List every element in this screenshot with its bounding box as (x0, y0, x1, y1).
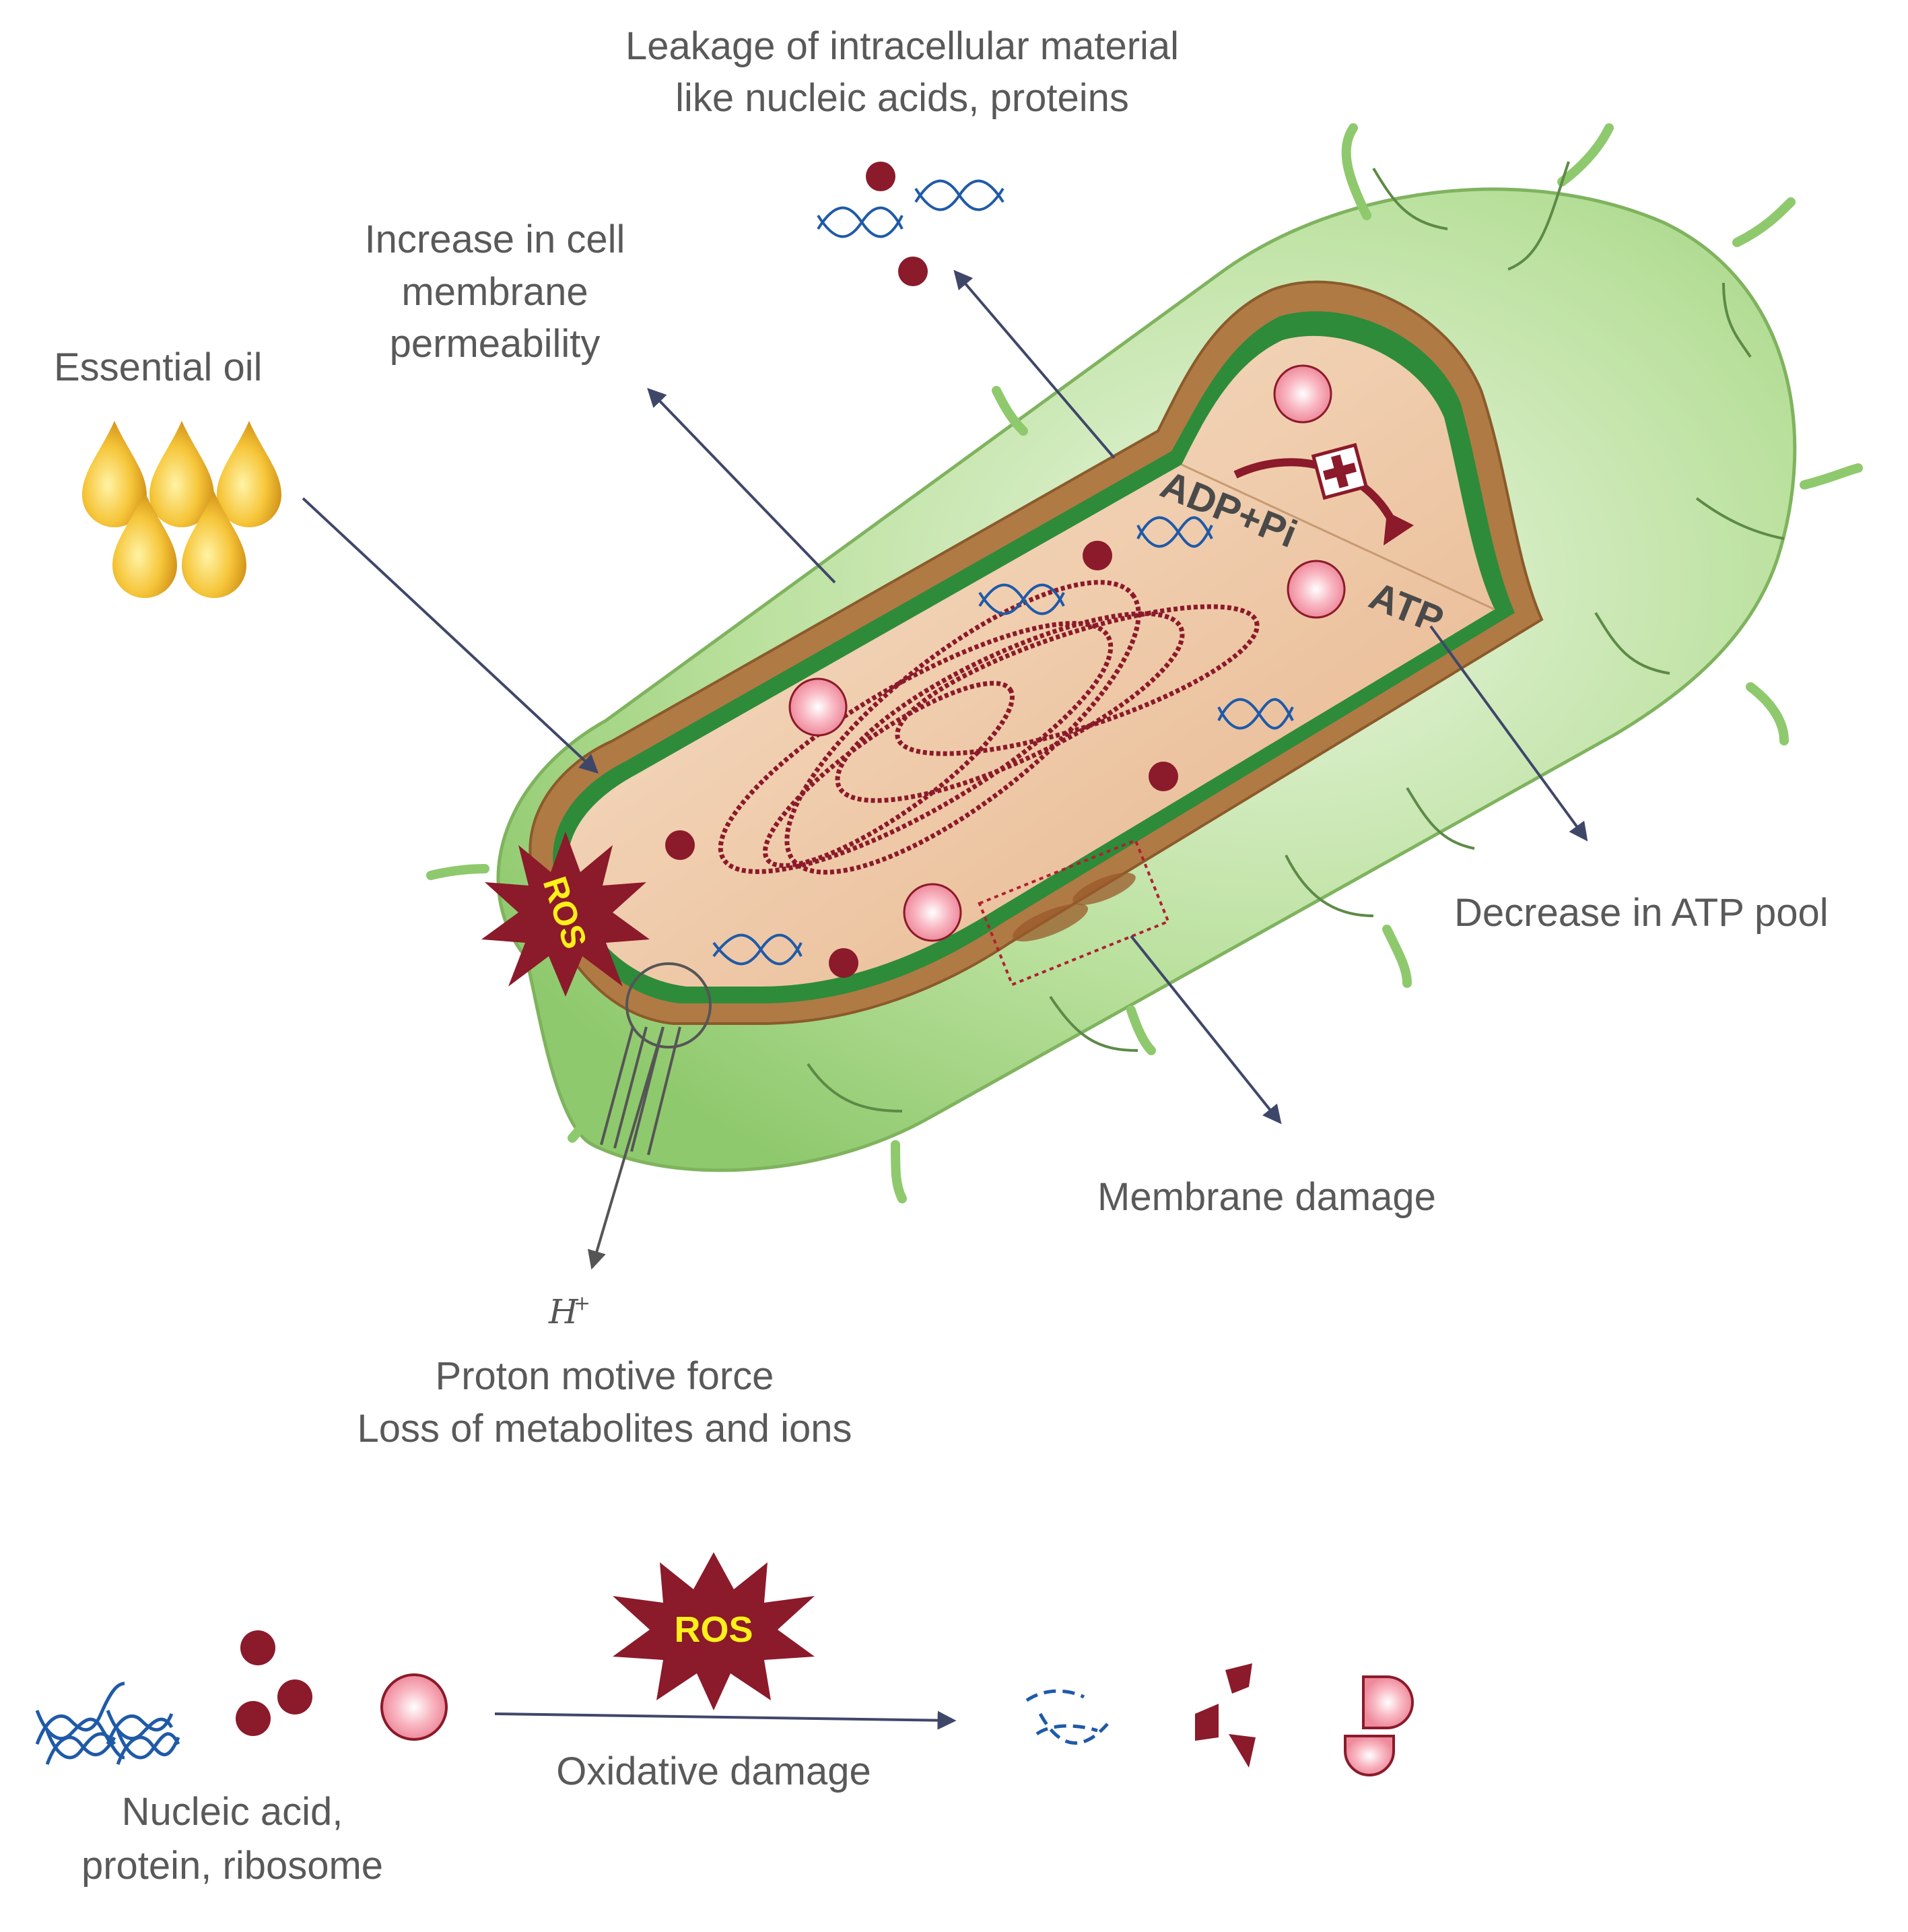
membrane-damage-arrow (1130, 935, 1282, 1125)
permeability-label: Increase in cell membrane permeability (365, 218, 625, 366)
block-cross-icon (1311, 442, 1369, 500)
ros-burst-icon: ROS (613, 1552, 815, 1710)
ribosome-icon (1273, 364, 1332, 424)
pmf-label: Proton motive force Loss of metabolites … (357, 1354, 852, 1451)
dna-helix-icon (35, 1681, 180, 1765)
pmf-line-2: Loss of metabolites and ions (357, 1407, 852, 1451)
leakage-label: Leakage of intracellular material like n… (625, 24, 1179, 120)
components-label: Nucleic acid, protein, ribosome (81, 1790, 383, 1888)
leaked-molecules (817, 162, 1004, 286)
protein-dot-icon (665, 830, 695, 860)
leakage-line-2: like nucleic acids, proteins (675, 76, 1129, 120)
ribosome-icon (788, 677, 848, 737)
components-line-2: protein, ribosome (81, 1844, 383, 1888)
proteins (665, 541, 1178, 978)
inner-dna (712, 516, 1294, 966)
essential-oil-label: Essential oil (54, 345, 262, 389)
damaged-components (1025, 1663, 1414, 1776)
ribosome-icon (903, 883, 962, 942)
atp-pool-label: Decrease in ATP pool (1454, 891, 1829, 935)
intact-components (35, 1630, 448, 1765)
protein-dot-icon (829, 948, 858, 978)
oxidative-damage-label: Oxidative damage (556, 1750, 871, 1793)
cytoplasm (568, 335, 1495, 987)
permeability-line-1: Increase in cell (365, 218, 625, 261)
oxidative-damage-arrow (494, 1710, 957, 1730)
h-plus-symbol: H (548, 1292, 579, 1331)
membrane-damage-region (978, 838, 1170, 987)
permeability-arrow (647, 387, 836, 584)
proton-efflux (587, 1026, 681, 1270)
h-plus-charge: + (574, 1292, 590, 1315)
ros-bottom-label: ROS (674, 1609, 753, 1650)
dna-helix-icon (817, 179, 1004, 238)
fragment-icon (1025, 1689, 1109, 1745)
proton-channel-icon (625, 962, 712, 1048)
blocked-atp-synthesis (1233, 442, 1414, 545)
oil-drop-icon (112, 492, 177, 598)
oil-drop-icon (182, 492, 246, 598)
protein-dot-icon (866, 162, 895, 191)
permeability-line-3: permeability (390, 322, 601, 366)
leakage-arrow (953, 269, 1116, 459)
ribosomes (788, 364, 1346, 942)
oil-entry-arrow (302, 497, 599, 774)
protein-dot-icon (277, 1679, 312, 1714)
protein-dot-icon (898, 257, 928, 286)
fragment-icon (1344, 1675, 1414, 1776)
permeability-line-2: membrane (401, 270, 588, 314)
protein-dot-icon (1149, 762, 1178, 791)
leakage-line-1: Leakage of intracellular material (625, 24, 1179, 68)
protein-dot-icon (1083, 541, 1112, 570)
h-plus-label: H + (548, 1292, 590, 1331)
ribosome-icon (380, 1673, 448, 1741)
membrane-damage-label: Membrane damage (1097, 1175, 1436, 1219)
protein-dot-icon (236, 1701, 271, 1736)
fragment-icon (1195, 1663, 1256, 1768)
cutaway-edge (1181, 463, 1495, 611)
nucleoid (718, 580, 1260, 875)
oil-drop-icon (82, 421, 147, 527)
protein-dot-icon (240, 1630, 275, 1665)
ros-burst-icon: ROS (481, 832, 650, 997)
oil-drop-icon (217, 421, 281, 527)
protein-cluster (236, 1630, 312, 1736)
oil-drops (82, 421, 281, 598)
bacterial-cell: ADP+Pi ATP ROS (426, 123, 1863, 1203)
pili (426, 123, 1863, 1203)
components-line-1: Nucleic acid, (122, 1790, 343, 1834)
ribosome-icon (1287, 560, 1346, 619)
pmf-line-1: Proton motive force (436, 1354, 774, 1398)
surface-lines (807, 161, 1785, 1112)
effect-arrows (302, 269, 1588, 1730)
atp-pool-arrow (1429, 625, 1588, 842)
oil-drop-icon (149, 421, 214, 527)
